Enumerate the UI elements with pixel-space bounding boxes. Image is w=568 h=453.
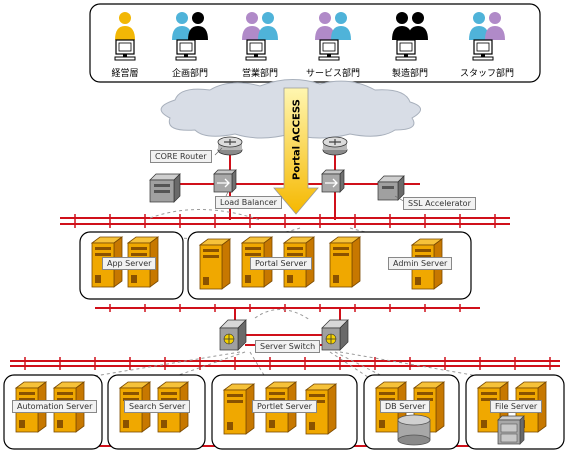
- server-switch-icon-2: [321, 319, 349, 351]
- ssl-accelerator-label: SSL Accelerator: [403, 197, 476, 210]
- department-label: スタッフ部門: [459, 69, 514, 79]
- department-label: 経営層: [111, 69, 139, 79]
- portal-access-label: Portal ACCESS: [291, 99, 303, 181]
- portal-server-label: Portal Server: [250, 257, 312, 270]
- load-balancer-icon: [213, 169, 237, 193]
- file-cabinet-icon: [497, 415, 525, 445]
- department-label: 製造部門: [391, 69, 428, 79]
- load-balancer-icon-2: [321, 169, 345, 193]
- core-router-label: CORE Router: [150, 150, 212, 163]
- search-server-label: Search Server: [124, 400, 191, 413]
- router-icon: [322, 136, 348, 156]
- server-switch-icon: [219, 319, 247, 351]
- portlet-server-label: Portlet Server: [252, 400, 317, 413]
- department-label: 企画部門: [171, 69, 208, 79]
- server-switch-label: Server Switch: [255, 340, 321, 353]
- app-server-label: App Server: [102, 257, 157, 270]
- db-server-label: DB Server: [380, 400, 431, 413]
- portal-access-arrow: [273, 87, 319, 215]
- core-router-icon: [217, 136, 243, 156]
- automation-server-label: Automation Server: [12, 400, 98, 413]
- admin-server-label: Admin Server: [388, 257, 453, 270]
- department-label: サービス部門: [305, 69, 360, 79]
- database-icon: [397, 414, 431, 446]
- department-label: 営業部門: [241, 69, 278, 79]
- ssl-accelerator-icon: [377, 175, 405, 201]
- load-balancer-label: Load Balancer: [215, 196, 282, 209]
- firewall-icon: [149, 173, 181, 203]
- file-server-label: File Server: [490, 400, 543, 413]
- network-ticks: [24, 214, 551, 370]
